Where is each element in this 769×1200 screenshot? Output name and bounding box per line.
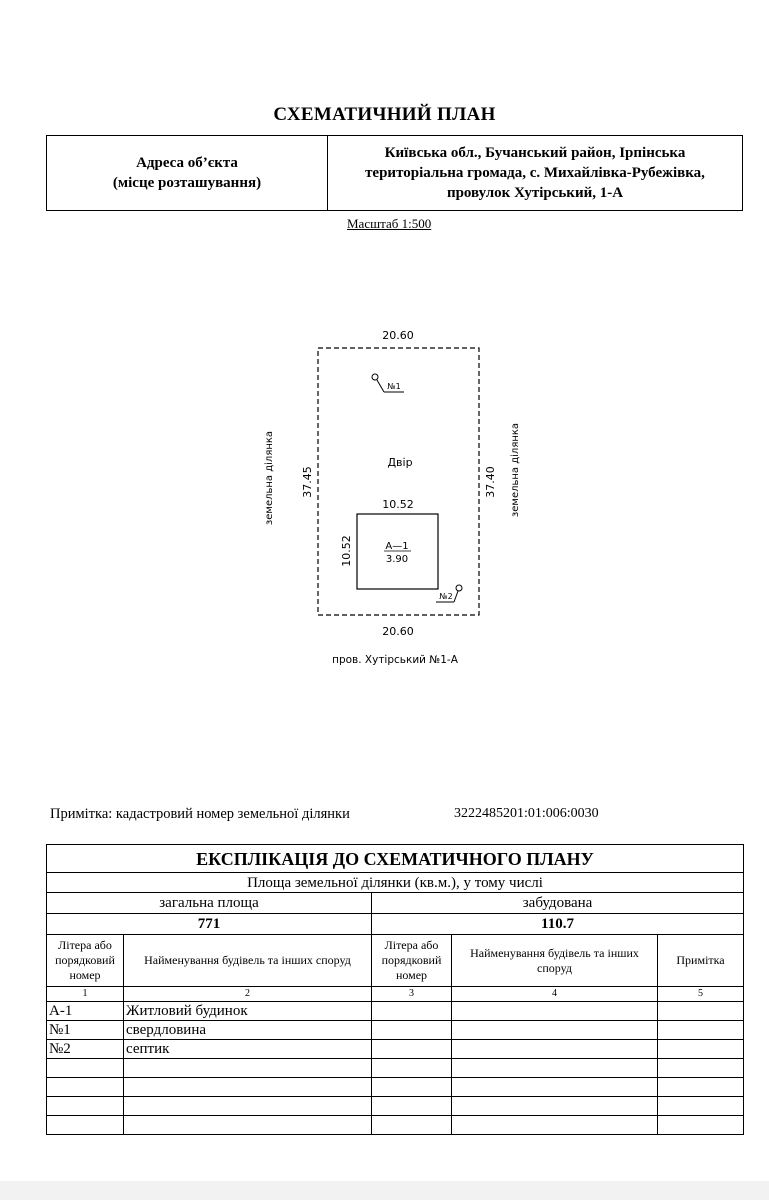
yard-label: Двір [387, 456, 412, 469]
plot-boundary [317, 347, 480, 616]
scale-label: Масштаб 1:500 [347, 216, 432, 231]
address-label-cell: Адреса об’єкта (місце розташування) [46, 135, 328, 211]
row-letter: №1 [46, 1020, 124, 1040]
address-value-cell: Київська обл., Бучанський район, Ірпінсь… [327, 135, 743, 211]
col-number: 3 [371, 986, 452, 1002]
left-neighbor-label: земельна ділянка [263, 431, 275, 525]
table-row [46, 1077, 745, 1097]
left-dimension: 37.45 [301, 466, 314, 498]
building-top-dimension: 10.52 [382, 498, 414, 511]
col-header-note: Примітка [656, 934, 745, 987]
row-name: Житловий будинок [123, 1001, 372, 1021]
address-label-sub: (місце розташування) [112, 175, 262, 191]
address-line-1: Київська обл., Бучанський район, Ірпінсь… [384, 145, 686, 161]
row-letter: №2 [46, 1039, 124, 1059]
top-dimension: 20.60 [382, 329, 414, 342]
page-title: СХЕМАТИЧНИЙ ПЛАН [273, 104, 496, 125]
street-label: пров. Хутірський №1-А [332, 654, 459, 666]
building-letter: А—1 [385, 541, 408, 552]
address-table: Адреса об’єкта (місце розташування) Київ… [46, 135, 743, 211]
building-outline [356, 513, 439, 590]
bottom-dimension: 20.60 [382, 625, 414, 638]
col-number: 2 [123, 986, 372, 1002]
col-number: 5 [656, 986, 745, 1002]
col-header-name-1: Найменування будівель та інших споруд [123, 934, 372, 987]
well-marker-label: №1 [387, 382, 400, 391]
address-label: Адреса об’єкта [136, 155, 238, 171]
site-plan-drawing: 20.60 20.60 37.45 37.40 земельна ділянка… [263, 329, 521, 666]
cadastral-note-label: Примітка: кадастровий номер земельної ді… [50, 806, 350, 822]
col-header-name-2: Найменування будівель та інших споруд [451, 934, 658, 987]
built-area-value: 110.7 [370, 913, 745, 935]
bottom-strip [0, 1181, 769, 1200]
explication-table: ЕКСПЛІКАЦІЯ ДО СХЕМАТИЧНОГО ПЛАНУ Площа … [45, 844, 745, 1135]
address-line-2: територіальна громада, с. Михайлівка-Руб… [365, 165, 705, 181]
col-number: 1 [46, 986, 124, 1002]
table-row: №2 септик [46, 1039, 745, 1059]
septic-marker-label: №2 [439, 592, 452, 601]
total-area-label: загальна площа [46, 892, 372, 914]
explication-title: ЕКСПЛІКАЦІЯ ДО СХЕМАТИЧНОГО ПЛАНУ [45, 844, 745, 873]
row-name: септик [123, 1039, 372, 1059]
area-header: Площа земельної ділянки (кв.м.), у тому … [45, 872, 745, 893]
address-line-3: провулок Хутірський, 1-А [446, 185, 624, 201]
row-letter: А-1 [46, 1001, 124, 1021]
table-row [46, 1096, 745, 1116]
building-left-dimension: 10.52 [340, 535, 353, 567]
table-row [46, 1115, 745, 1135]
right-neighbor-label: земельна ділянка [509, 423, 521, 517]
table-row: №1 свердловина [46, 1020, 745, 1040]
well-marker: №1 [371, 373, 404, 393]
col-number: 4 [451, 986, 658, 1002]
row-name: свердловина [123, 1020, 372, 1040]
table-row [46, 1058, 745, 1078]
total-area-value: 771 [46, 913, 372, 935]
building-height: 3.90 [386, 554, 408, 565]
built-area-label: забудована [370, 892, 745, 914]
cadastral-number: 3222485201:01:006:0030 [454, 806, 599, 821]
col-header-letter-1: Літера або порядковий номер [46, 934, 124, 987]
right-dimension: 37.40 [484, 466, 497, 498]
septic-marker: №2 [436, 584, 463, 603]
col-header-letter-2: Літера або порядковий номер [371, 934, 452, 987]
table-row: А-1 Житловий будинок [46, 1001, 745, 1021]
